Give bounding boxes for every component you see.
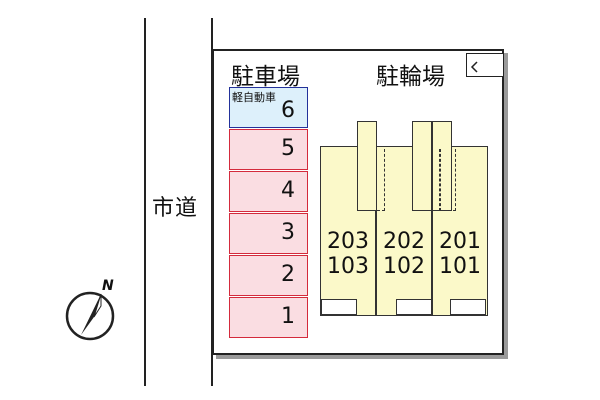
road-edge-left — [144, 18, 146, 386]
parking-space-number: 1 — [281, 304, 295, 329]
parking-space-6: 軽自動車 6 — [229, 87, 308, 128]
north-label: N — [102, 278, 114, 294]
unit-upper-number: 201 — [439, 229, 481, 254]
unit-entrance — [321, 299, 357, 315]
parking-space-number: 4 — [281, 178, 295, 203]
balcony-outline — [440, 149, 456, 211]
bicycle-entry-arrow-icon — [470, 61, 478, 73]
bicycle-parking-area — [466, 53, 504, 77]
parking-space-2: 2 — [229, 255, 308, 296]
unit-entrance — [450, 299, 486, 315]
unit-lower-number: 101 — [439, 254, 481, 279]
unit-column-1: 203 103 — [321, 229, 375, 279]
kei-car-tag: 軽自動車 — [232, 91, 276, 104]
parking-space-4: 4 — [229, 171, 308, 212]
building-body — [320, 146, 488, 316]
unit-entrance — [396, 299, 432, 315]
unit-divider — [375, 146, 377, 316]
unit-column-2: 202 102 — [377, 229, 431, 279]
parking-space-number: 6 — [281, 98, 295, 123]
parking-label: 駐車場 — [231, 64, 300, 90]
balcony-outline — [357, 149, 385, 211]
parking-space-3: 3 — [229, 213, 308, 254]
parking-space-number: 2 — [281, 262, 295, 287]
unit-column-3: 201 101 — [433, 229, 487, 279]
balcony-outline — [412, 149, 440, 211]
parking-space-number: 3 — [281, 220, 295, 245]
unit-upper-number: 202 — [383, 229, 425, 254]
unit-lower-number: 103 — [327, 254, 369, 279]
north-arrow-icon: N — [65, 278, 115, 341]
road-label: 市道 — [152, 196, 199, 221]
parking-space-1: 1 — [229, 297, 308, 338]
unit-upper-number: 203 — [327, 229, 369, 254]
parking-space-5: 5 — [229, 129, 308, 170]
parking-space-number: 5 — [281, 136, 295, 161]
unit-divider — [431, 146, 433, 316]
unit-lower-number: 102 — [383, 254, 425, 279]
bicycle-parking-label: 駐輪場 — [376, 64, 445, 90]
